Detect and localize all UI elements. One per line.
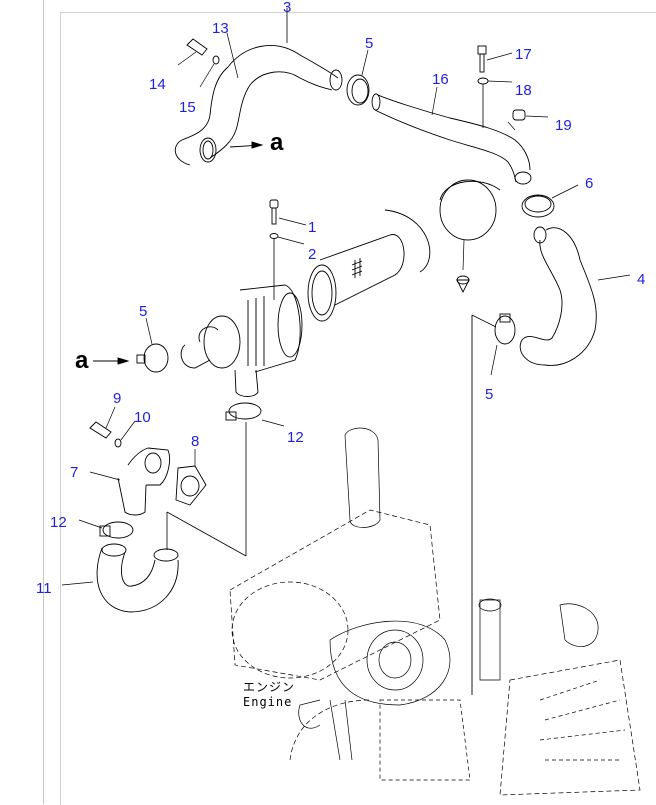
callout-1: 1 — [308, 219, 317, 236]
callout-12-upper: 12 — [287, 429, 304, 446]
callout-4: 4 — [637, 271, 646, 288]
washer-2 — [269, 233, 305, 300]
gasket-8 — [175, 449, 207, 506]
sensor-19 — [507, 109, 549, 131]
callout-5-right: 5 — [485, 386, 494, 403]
callout-10: 10 — [134, 409, 151, 426]
page-border-left — [43, 0, 44, 804]
engine-label-jp: エンジン — [243, 680, 296, 694]
leader-13 — [226, 32, 239, 79]
air-cleaner-cover — [439, 179, 501, 294]
callout-9: 9 — [113, 390, 122, 407]
view-marker-a-top: a — [270, 129, 284, 156]
callout-14: 14 — [149, 76, 166, 93]
bolt-9 — [89, 406, 116, 439]
clamp-6 — [521, 184, 579, 218]
callout-11: 11 — [36, 580, 52, 597]
clamp-5-top — [346, 49, 370, 106]
callout-6: 6 — [585, 175, 594, 192]
bolt-14 — [177, 38, 208, 66]
view-marker-a-left: a — [75, 347, 89, 374]
filter-element — [307, 209, 431, 322]
hose-11 — [61, 511, 247, 613]
drawing-frame — [60, 12, 656, 805]
view-arrow-a-left — [93, 357, 130, 365]
callout-16: 16 — [432, 71, 449, 88]
clamp-12-lower — [78, 519, 134, 539]
clamp-12-upper — [225, 402, 285, 556]
callout-2: 2 — [308, 246, 317, 263]
callout-13: 13 — [212, 20, 229, 37]
air-cleaner-body — [180, 284, 303, 397]
callout-3: 3 — [283, 0, 292, 16]
engine-assembly — [229, 427, 641, 796]
callout-5-top: 5 — [365, 35, 374, 52]
hose-4 — [519, 226, 631, 366]
elbow-7 — [89, 447, 171, 516]
washer-18 — [477, 77, 513, 128]
washer-15 — [199, 55, 220, 88]
callout-7: 7 — [70, 464, 79, 481]
hose-3 — [174, 8, 343, 166]
bolt-17 — [477, 45, 513, 73]
callout-8: 8 — [191, 433, 200, 450]
clamp-5-left — [136, 317, 169, 373]
bolt-1 — [269, 199, 307, 226]
callout-5-left: 5 — [139, 303, 148, 320]
callout-19: 19 — [555, 117, 572, 134]
callout-15: 15 — [179, 99, 196, 116]
view-arrow-a-top — [229, 141, 264, 149]
callout-17: 17 — [515, 46, 532, 63]
callout-12-lower: 12 — [50, 514, 67, 531]
washer-10 — [114, 420, 136, 448]
clamp-5-right — [471, 313, 516, 376]
engine-label-en: Engine — [243, 695, 293, 709]
pipe-16 — [371, 86, 532, 185]
callout-18: 18 — [515, 82, 532, 99]
